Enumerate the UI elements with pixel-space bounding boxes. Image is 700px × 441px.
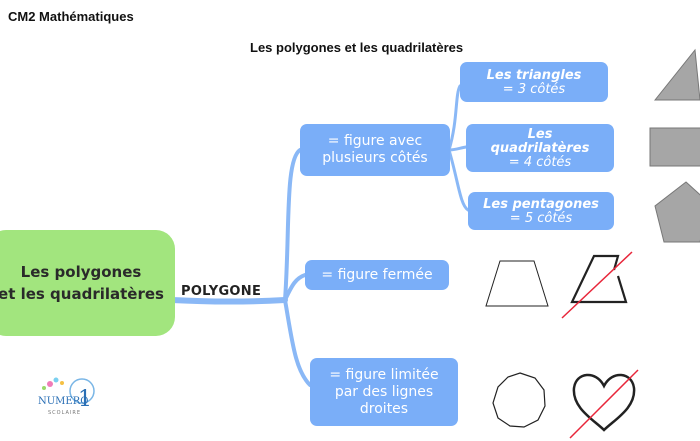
node-pentagones[interactable]: Les pentagones = 5 côtés bbox=[468, 192, 614, 230]
node-quadrilateres[interactable]: Les quadrilatères = 4 côtés bbox=[466, 124, 614, 172]
connector-pentagones bbox=[447, 148, 470, 212]
node-figure-fermee[interactable]: = figure fermée bbox=[305, 260, 449, 290]
open-quadrilateral-crossed bbox=[561, 251, 633, 319]
node-figure-limitee[interactable]: = figure limitée par des lignes droites bbox=[310, 358, 458, 426]
node-figure-limitee-line3: droites bbox=[359, 400, 409, 417]
logo-text-sub: SCOLAIRE bbox=[48, 410, 81, 416]
decagon-shape bbox=[492, 372, 546, 428]
branch-label: POLYGONE bbox=[181, 284, 262, 299]
page-title: Les polygones et les quadrilatères bbox=[250, 40, 464, 55]
trapezoid-closed bbox=[485, 260, 549, 307]
triangles-name: Les triangles bbox=[486, 67, 582, 83]
connector-figure-fermee bbox=[283, 273, 307, 302]
logo-graphic: NUMERO 1 SCOLAIRE bbox=[38, 377, 95, 416]
heart-shape-crossed bbox=[569, 369, 639, 439]
quadrilateres-sides: = 4 côtés bbox=[508, 154, 572, 170]
rectangle-shape bbox=[649, 127, 700, 167]
pentagon-shape bbox=[654, 181, 700, 243]
node-figure-limitee-line1: = figure limitée bbox=[329, 366, 439, 383]
node-triangles[interactable]: Les triangles = 3 côtés bbox=[460, 62, 608, 102]
node-figure-fermee-line1: = figure fermée bbox=[321, 266, 433, 283]
node-figure-avec-line1: = figure avec bbox=[327, 133, 423, 149]
root-line1: Les polygones bbox=[20, 263, 142, 281]
node-figure-avec-line2: plusieurs côtés bbox=[322, 150, 428, 166]
quadrilateres-name-line1: Les bbox=[527, 126, 553, 142]
logo-text-main: NUMERO bbox=[38, 396, 88, 407]
root-node[interactable]: Les polygones et les quadrilatères bbox=[0, 233, 172, 333]
node-figure-limitee-line2: par des lignes bbox=[334, 383, 434, 400]
node-figure-avec[interactable]: = figure avec plusieurs côtés bbox=[300, 124, 450, 176]
logo-text-digit: 1 bbox=[78, 387, 92, 412]
connector-triangles bbox=[447, 84, 462, 152]
header-title: CM2 Mathématiques bbox=[8, 9, 134, 24]
triangle-shape bbox=[653, 48, 700, 101]
pentagones-name: Les pentagones bbox=[483, 196, 599, 212]
triangles-sides: = 3 côtés bbox=[502, 81, 566, 97]
numero1-logo: NUMERO 1 SCOLAIRE bbox=[30, 374, 100, 422]
quadrilateres-name-line2: quadrilatères bbox=[490, 140, 590, 156]
connector-figure-avec bbox=[283, 148, 302, 302]
connector-figure-limitee bbox=[283, 298, 312, 387]
connector-quadrilateres bbox=[447, 145, 468, 152]
root-line2: et les quadrilatères bbox=[0, 285, 164, 303]
pentagones-sides: = 5 côtés bbox=[509, 210, 573, 226]
connector-root bbox=[169, 297, 288, 305]
